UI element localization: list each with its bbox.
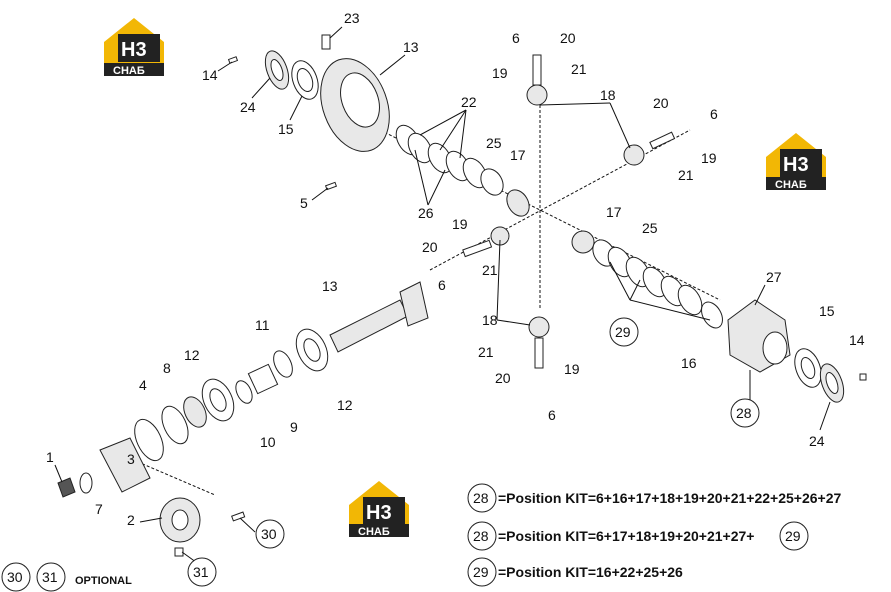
kit-2-text: =Position KIT=6+17+18+19+20+21+27+ xyxy=(498,528,754,544)
callout-20: 20 xyxy=(422,239,438,255)
circled-callouts: 29 28 30 31 30 31 OPTIONAL xyxy=(1,317,760,592)
callout-13: 13 xyxy=(322,278,338,294)
differential-carrier xyxy=(727,299,867,403)
kit-2-suffix: 29 xyxy=(785,528,801,544)
callout-5: 5 xyxy=(300,195,308,211)
callout-6: 6 xyxy=(512,30,520,46)
callout-15: 15 xyxy=(278,121,294,137)
callout-6: 6 xyxy=(548,407,556,423)
callout-9: 9 xyxy=(290,419,298,435)
logo-sub-text: CHAБ xyxy=(358,526,390,538)
callout-21: 21 xyxy=(571,61,587,77)
brand-logo-bottom: H3 CHAБ xyxy=(349,481,409,538)
kit-3-number: 29 xyxy=(473,564,489,580)
brand-logo-right: H3 CHAБ xyxy=(766,133,826,191)
callout-21: 21 xyxy=(678,167,694,183)
callout-11: 11 xyxy=(255,317,270,333)
callout-19: 19 xyxy=(452,216,468,232)
optional-label: OPTIONAL xyxy=(75,575,132,587)
callout-6: 6 xyxy=(710,106,718,122)
kit-3-text: =Position KIT=16+22+25+26 xyxy=(498,564,683,580)
callout-29-circled: 29 xyxy=(615,324,631,340)
assembly-guide-lines xyxy=(109,100,721,496)
leader-lines xyxy=(54,26,831,566)
callout-7: 7 xyxy=(95,501,103,517)
callout-13: 13 xyxy=(403,39,419,55)
shim-stack-lower xyxy=(592,239,723,329)
callout-10: 10 xyxy=(260,434,276,450)
callout-12: 12 xyxy=(337,397,353,413)
callout-14: 14 xyxy=(849,332,865,348)
callout-2: 2 xyxy=(127,512,135,528)
callout-18: 18 xyxy=(600,87,616,103)
callout-18: 18 xyxy=(482,312,498,328)
callout-24: 24 xyxy=(809,433,825,449)
callout-25: 25 xyxy=(486,135,502,151)
kit-2-number: 28 xyxy=(473,528,489,544)
callout-20: 20 xyxy=(653,95,669,111)
callout-24: 24 xyxy=(240,99,256,115)
callout-15: 15 xyxy=(819,303,835,319)
callout-22: 22 xyxy=(461,94,477,110)
logo-main-text: H3 xyxy=(366,502,392,524)
callout-31-circled: 31 xyxy=(193,564,209,580)
callout-31-circled: 31 xyxy=(42,569,58,585)
callout-4: 4 xyxy=(139,377,147,393)
callout-30-circled: 30 xyxy=(7,569,23,585)
kit-1-text: =Position KIT=6+16+17+18+19+20+21+22+25+… xyxy=(498,490,841,506)
logo-sub-text: CHAБ xyxy=(775,179,807,191)
callout-27: 27 xyxy=(766,269,782,285)
kit-1-number: 28 xyxy=(473,490,489,506)
callout-19: 19 xyxy=(492,65,508,81)
callout-21: 21 xyxy=(478,344,494,360)
callout-20: 20 xyxy=(560,30,576,46)
kit-legend: 28 =Position KIT=6+16+17+18+19+20+21+22+… xyxy=(467,483,841,587)
callout-28-circled: 28 xyxy=(736,405,752,421)
callout-25: 25 xyxy=(642,220,658,236)
callout-16: 16 xyxy=(681,355,697,371)
logo-main-text: H3 xyxy=(121,39,147,61)
callout-17: 17 xyxy=(606,204,622,220)
callout-21: 21 xyxy=(482,262,498,278)
spider-gears xyxy=(462,54,676,369)
callout-8: 8 xyxy=(163,360,171,376)
callout-26: 26 xyxy=(418,205,434,221)
callout-14: 14 xyxy=(202,67,218,83)
logo-sub-text: CHAБ xyxy=(113,65,145,77)
callout-17: 17 xyxy=(510,147,526,163)
part-callouts: 23 13 14 24 15 5 22 25 26 17 6 20 19 21 … xyxy=(46,10,865,528)
pinion-shaft-assembly xyxy=(134,281,429,462)
brand-logo-top-left: H3 CHAБ xyxy=(104,18,164,77)
callout-19: 19 xyxy=(564,361,580,377)
callout-30-circled: 30 xyxy=(261,526,277,542)
yoke-and-flange xyxy=(57,437,246,557)
callout-23: 23 xyxy=(344,10,360,26)
callout-12: 12 xyxy=(184,347,200,363)
shim-stack-upper xyxy=(395,124,530,217)
ring-gear-assembly xyxy=(227,34,390,191)
logo-main-text: H3 xyxy=(783,154,809,176)
callout-6: 6 xyxy=(438,277,446,293)
callout-1: 1 xyxy=(46,449,54,465)
callout-20: 20 xyxy=(495,370,511,386)
callout-3: 3 xyxy=(127,451,135,467)
callout-19: 19 xyxy=(701,150,717,166)
